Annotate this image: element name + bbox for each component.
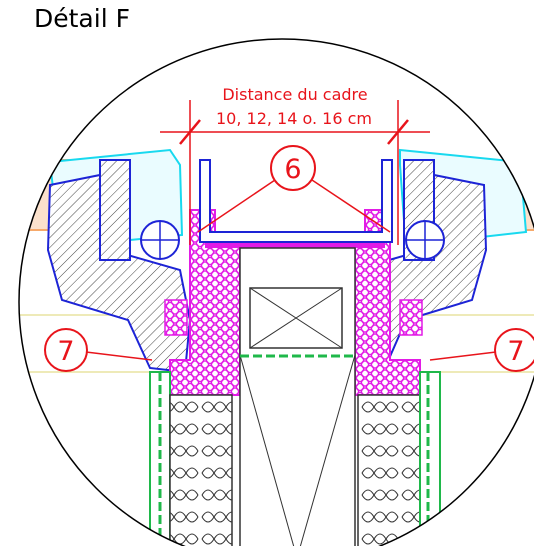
tick-left xyxy=(179,119,201,145)
dimension-label-line1: Distance du cadre xyxy=(222,85,367,104)
callout-7-right: 7 xyxy=(429,328,534,372)
callout-7-left: 7 xyxy=(44,328,153,372)
callout-number: 7 xyxy=(57,336,74,367)
anchor-right xyxy=(399,299,423,336)
membrane-right xyxy=(419,371,441,546)
leader-line xyxy=(85,351,153,361)
callout-number: 6 xyxy=(284,154,301,185)
post-diagonal xyxy=(296,354,356,546)
callout-6: 6 xyxy=(197,145,391,233)
leader-line xyxy=(197,179,276,233)
leader-line xyxy=(311,179,391,233)
detail-title: Détail F xyxy=(34,4,130,33)
post-diagonal xyxy=(239,354,298,546)
callout-circle xyxy=(270,145,316,191)
leader-line xyxy=(429,351,497,361)
sash-bar-left xyxy=(99,159,131,261)
anchor-left xyxy=(164,299,188,336)
insulation-right xyxy=(357,394,421,546)
frame-distance-dimension: Distance du cadre 10, 12, 14 o. 16 cm xyxy=(160,85,430,245)
dimension-label-line2: 10, 12, 14 o. 16 cm xyxy=(216,109,372,128)
drawing-content xyxy=(19,148,534,546)
head-profile xyxy=(199,159,393,243)
insulation-left xyxy=(169,394,233,546)
callout-circle xyxy=(494,328,534,372)
callout-circle xyxy=(44,328,88,372)
callout-number: 7 xyxy=(507,336,524,367)
tick-right xyxy=(387,119,409,145)
detail-circle xyxy=(18,38,534,546)
